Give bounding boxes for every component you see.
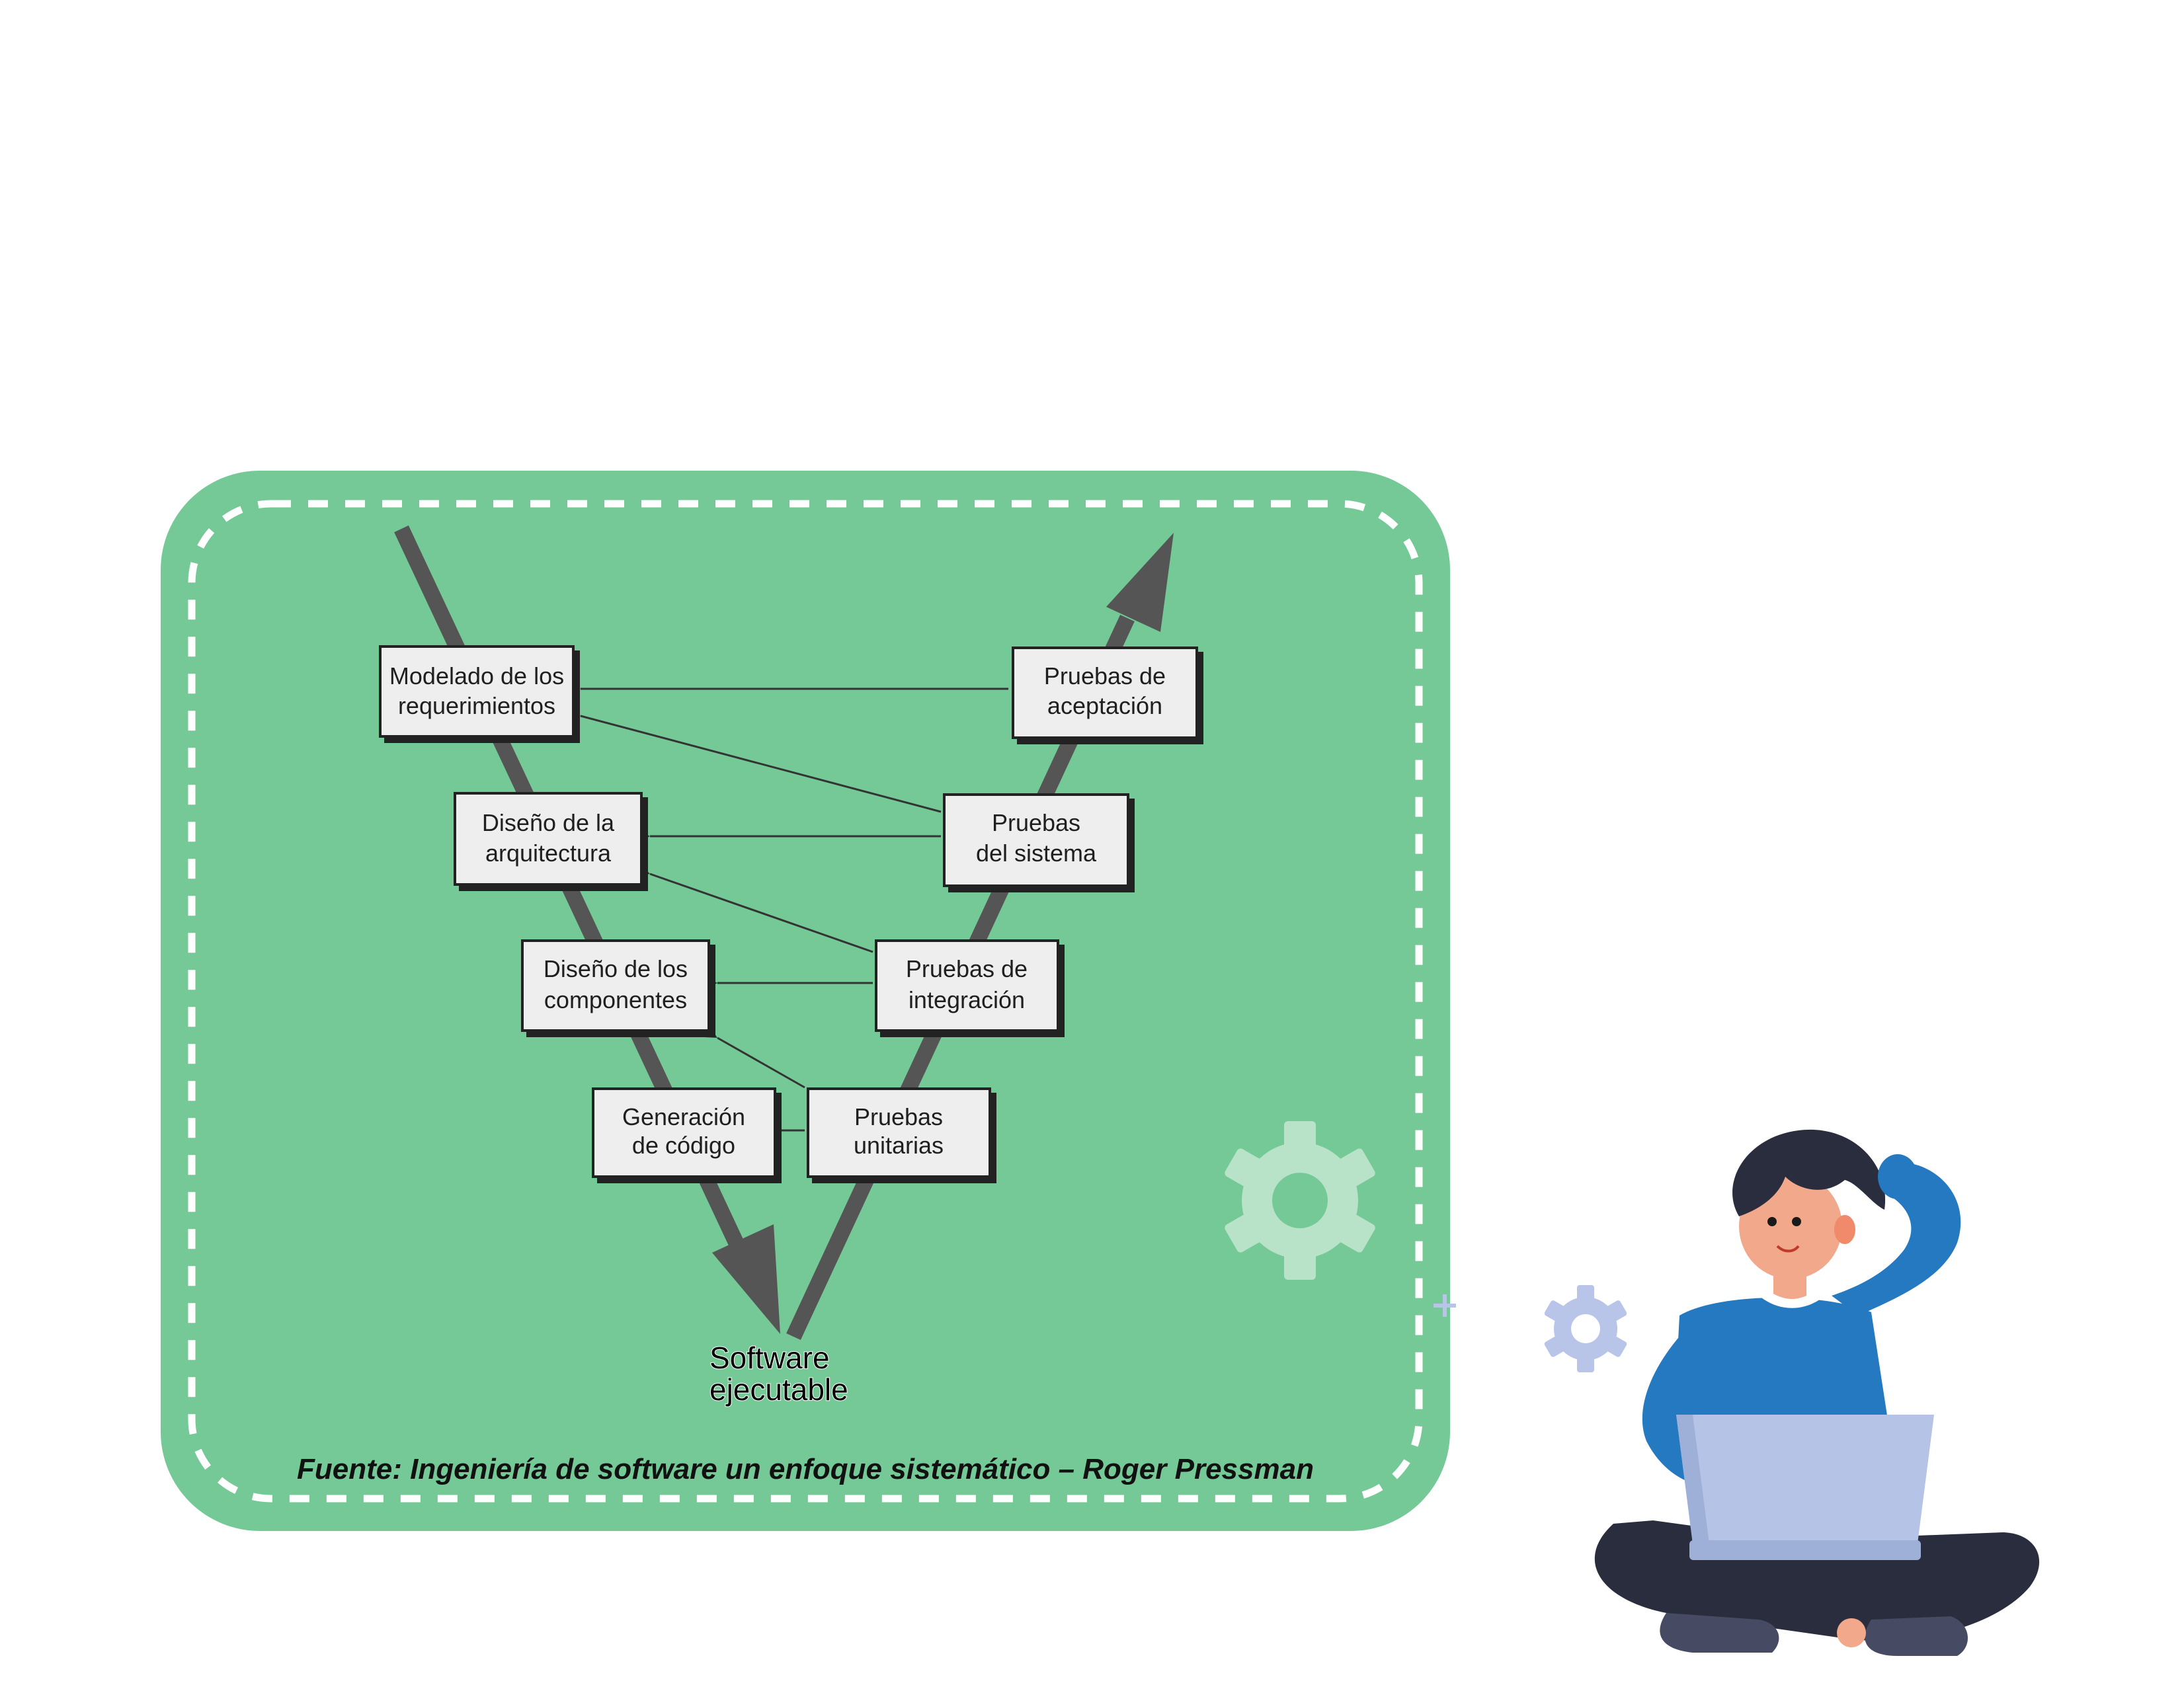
box-requirements-modeling-line1: Modelado de los: [389, 662, 564, 689]
box-architecture-design-line1: Diseño de la: [482, 809, 615, 836]
person-illustration: [1594, 1129, 2040, 1656]
box-architecture-design: [454, 792, 643, 886]
person-mouth: [1776, 1245, 1800, 1253]
card-dashed-border: [188, 500, 1423, 1503]
person-hair: [1732, 1129, 1886, 1216]
box-system-tests-line1: Pruebas: [992, 809, 1080, 836]
box-integration-tests: [875, 939, 1059, 1032]
box-component-design: [521, 939, 710, 1032]
person-ear: [1834, 1215, 1855, 1244]
box-unit-tests-line2: unitarias: [854, 1132, 944, 1159]
executable-software-label-line1: Software: [709, 1341, 830, 1375]
box-system-tests: [943, 793, 1129, 887]
connector-unit-to-components: [700, 1023, 805, 1089]
laptop-base: [1689, 1540, 1921, 1560]
person-torso: [1673, 1298, 1891, 1441]
person-shoe-left: [1660, 1613, 1779, 1653]
person-collar: [1759, 1289, 1825, 1308]
person-eye-left: [1767, 1217, 1777, 1226]
box-component-design-line2: componentes: [544, 986, 687, 1013]
box-requirements-modeling-line2: requerimientos: [398, 692, 555, 719]
box-acceptance-tests-line2: aceptación: [1047, 692, 1162, 719]
ascending-arrowhead: [1106, 533, 1174, 632]
box-requirements-modeling: [379, 645, 575, 738]
executable-software-label-line2: ejecutable: [709, 1372, 848, 1407]
box-code-generation-line1: Generación: [622, 1103, 745, 1130]
gear-icon: [1225, 1121, 1375, 1280]
laptop-icon: [1676, 1415, 1934, 1544]
person-right-arm: [1832, 1163, 1961, 1315]
box-unit-tests-line1: Pruebas: [854, 1103, 943, 1130]
descending-arrowhead: [712, 1224, 780, 1334]
box-acceptance-tests-line1: Pruebas de: [1044, 662, 1166, 689]
box-code-generation: [592, 1087, 776, 1178]
laptop-shade: [1676, 1415, 1709, 1544]
person-ankle: [1837, 1618, 1866, 1647]
plus-icon: [1434, 1294, 1456, 1317]
box-unit-tests: [807, 1087, 991, 1178]
connector-arrows: [563, 681, 1008, 1138]
box-code-generation-line2: de código: [632, 1132, 735, 1159]
box-integration-tests-line2: integración: [909, 986, 1025, 1013]
person-shoe-right: [1865, 1616, 1968, 1656]
box-architecture-design-line2: arquitectura: [485, 840, 612, 867]
person-hand: [1878, 1154, 1918, 1199]
box-system-tests-line2: del sistema: [976, 840, 1097, 867]
box-integration-tests-line1: Pruebas de: [906, 955, 1028, 982]
box-component-design-line1: Diseño de los: [544, 955, 688, 982]
gear-icon: [1544, 1285, 1627, 1372]
connector-system-to-requirements: [563, 704, 942, 813]
box-acceptance-tests: [1012, 647, 1198, 739]
source-citation: Fuente: Ingeniería de software un enfoqu…: [297, 1453, 1314, 1485]
connector-integration-to-architecture: [632, 861, 873, 953]
person-eye-right: [1792, 1217, 1801, 1226]
